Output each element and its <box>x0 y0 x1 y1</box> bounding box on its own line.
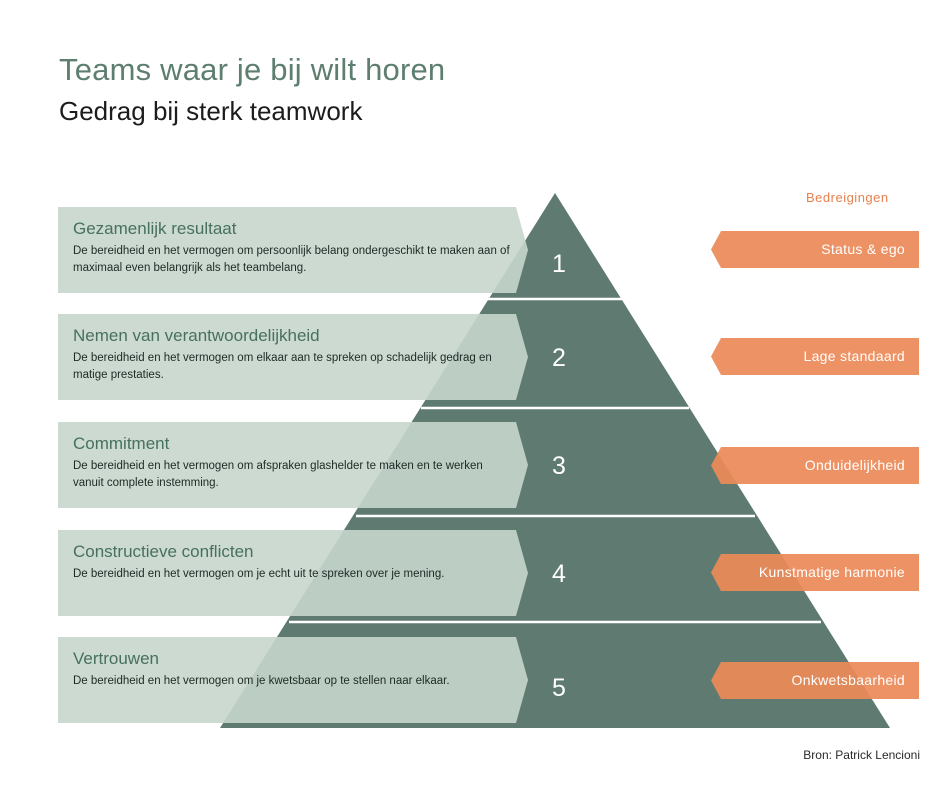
threat-tag-2: Lage standaard <box>711 338 919 375</box>
card-shape-4 <box>58 530 528 616</box>
level-number-1: 1 <box>552 250 566 278</box>
threat-tag-5: Onkwetsbaarheid <box>711 662 919 699</box>
threats-heading: Bedreigingen <box>806 190 889 205</box>
threat-label-2: Lage standaard <box>803 348 905 364</box>
card-shape-1 <box>58 207 528 293</box>
level-title-4: Constructieve conflicten <box>73 542 254 561</box>
level-card-2: Nemen van verantwoordelijkheid De bereid… <box>58 314 528 400</box>
threat-label-3: Onduidelijkheid <box>804 457 905 473</box>
level-title-5: Vertrouwen <box>73 649 159 668</box>
level-number-3: 3 <box>552 452 566 480</box>
page-title: Teams waar je bij wilt horen <box>59 52 446 87</box>
threat-tag-3: Onduidelijkheid <box>711 447 919 484</box>
level-description-3: De bereidheid en het vermogen om afsprak… <box>73 460 483 489</box>
level-card-4: Constructieve conflicten De bereidheid e… <box>58 530 528 616</box>
level-number-2: 2 <box>552 344 566 372</box>
level-description-5: De bereidheid en het vermogen om je kwet… <box>73 675 450 687</box>
threat-label-5: Onkwetsbaarheid <box>791 672 905 688</box>
threat-label-1: Status & ego <box>821 241 905 257</box>
threat-tag-4: Kunstmatige harmonie <box>711 554 919 591</box>
level-title-2: Nemen van verantwoordelijkheid <box>73 326 320 345</box>
threat-label-4: Kunstmatige harmonie <box>758 564 905 580</box>
card-shape-3 <box>58 422 528 508</box>
level-number-5: 5 <box>552 674 566 702</box>
level-title-1: Gezamenlijk resultaat <box>73 219 237 238</box>
level-card-5: Vertrouwen De bereidheid en het vermogen… <box>58 637 528 723</box>
level-description-2: De bereidheid en het vermogen om elkaar … <box>73 352 492 381</box>
level-card-1: Gezamenlijk resultaat De bereidheid en h… <box>58 207 528 293</box>
page-subtitle: Gedrag bij sterk teamwork <box>59 96 363 126</box>
level-card-3: Commitment De bereidheid en het vermogen… <box>58 422 528 508</box>
card-shape-5 <box>58 637 528 723</box>
card-shape-2 <box>58 314 528 400</box>
source-credit: Bron: Patrick Lencioni <box>803 748 920 762</box>
level-description-1: De bereidheid en het vermogen om persoon… <box>73 245 510 274</box>
level-description-4: De bereidheid en het vermogen om je echt… <box>73 568 445 580</box>
level-number-4: 4 <box>552 560 566 588</box>
level-title-3: Commitment <box>73 434 170 453</box>
threat-tag-1: Status & ego <box>711 231 919 268</box>
